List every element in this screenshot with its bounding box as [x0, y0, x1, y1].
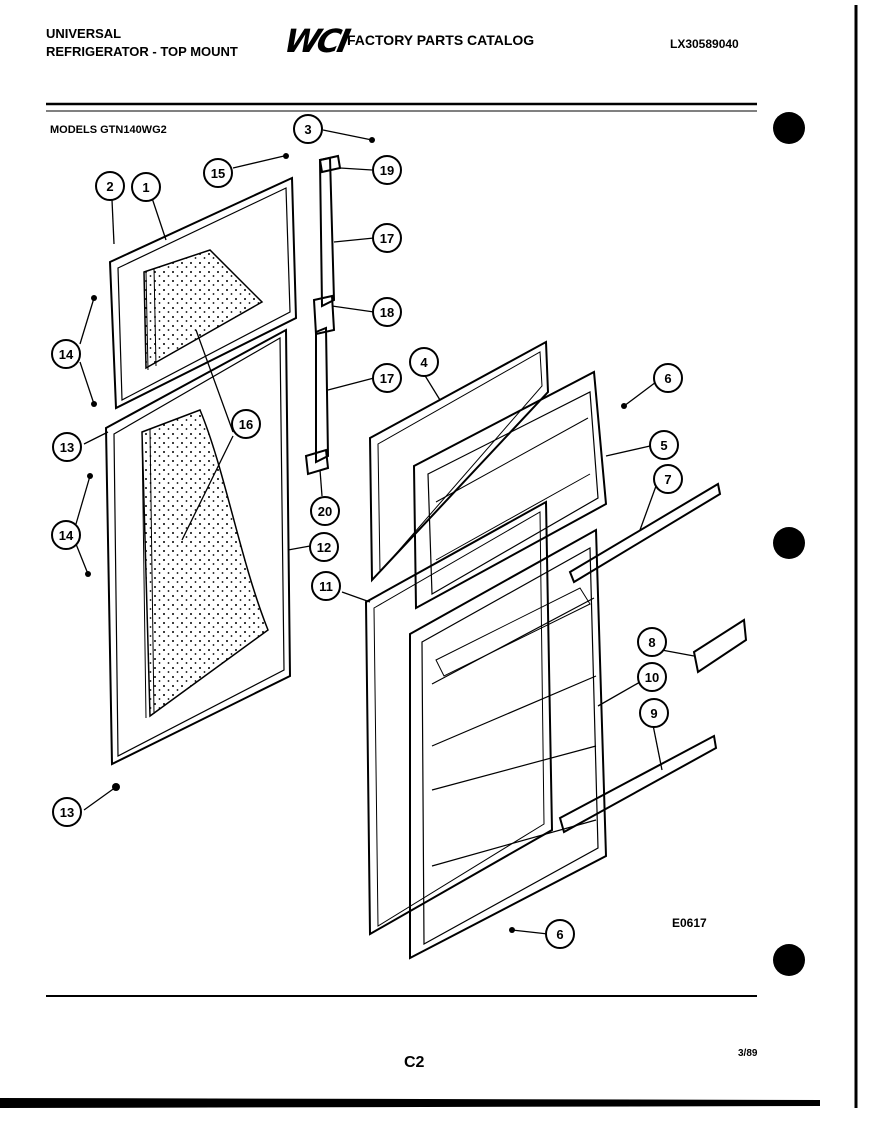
callout-number: 11 [319, 579, 333, 594]
callout-bubble [372, 155, 402, 185]
callout-number: 2 [106, 179, 113, 194]
callout-number: 19 [380, 163, 394, 178]
callout-number: 20 [318, 504, 332, 519]
leader-lines [75, 129, 695, 935]
header-rule [46, 102, 757, 112]
callout-number: 14 [59, 347, 74, 362]
fresh-food-door-gasket [364, 500, 554, 936]
callout-bubble [409, 347, 439, 377]
callout-bubble [52, 432, 82, 462]
callout-number: 7 [664, 472, 671, 487]
callout-number: 9 [650, 706, 657, 721]
door-hinges [304, 154, 342, 476]
callout-bubble [309, 532, 339, 562]
models-label: MODELS GTN140WG2 [50, 124, 167, 136]
catalog-code: LX30589040 [670, 37, 739, 51]
callout-bubble [372, 297, 402, 327]
callout-bubble [293, 114, 323, 144]
callout-bubble [637, 662, 667, 692]
callout-number: 12 [317, 540, 331, 555]
callout-bubble [649, 430, 679, 460]
callout-bubble [231, 409, 261, 439]
callout-number: 13 [60, 805, 74, 820]
callout-bubble [131, 172, 161, 202]
binder-hole [773, 112, 805, 144]
callout-bubble [372, 363, 402, 393]
binder-hole [773, 944, 805, 976]
brand-line-1: UNIVERSAL [46, 26, 122, 41]
door-shelf-trims [558, 482, 748, 834]
binder-hole [773, 527, 805, 559]
callout-bubble [653, 363, 683, 393]
page-code: C2 [404, 1054, 425, 1071]
fresh-food-door-panel [104, 328, 292, 766]
callout-bubble [51, 520, 81, 550]
scan-edge-bottom [0, 1098, 820, 1108]
drawing-id: E0617 [672, 916, 707, 930]
callout-bubble [52, 797, 82, 827]
callout-number: 6 [664, 371, 671, 386]
callout-number: 3 [304, 122, 311, 137]
callout-bubble [653, 464, 683, 494]
callout-number: 1 [142, 180, 149, 195]
freezer-door-liner [412, 370, 608, 610]
callout-number: 17 [380, 231, 394, 246]
callout-bubble [639, 698, 669, 728]
catalog-title: FACTORY PARTS CATALOG [347, 32, 535, 48]
callout-number: 4 [420, 355, 428, 370]
callout-bubble [637, 627, 667, 657]
callout-number: 17 [380, 371, 394, 386]
brand-line-2: REFRIGERATOR - TOP MOUNT [46, 44, 238, 59]
callout-bubble [545, 919, 575, 949]
callout-number: 6 [556, 927, 563, 942]
callout-bubble [310, 496, 340, 526]
callout-number: 8 [648, 635, 655, 650]
callout-bubble [51, 339, 81, 369]
callout-number: 5 [660, 438, 667, 453]
callout-number: 18 [380, 305, 394, 320]
callout-bubble [372, 223, 402, 253]
callout-bubble [203, 158, 233, 188]
callout-number: 16 [239, 417, 253, 432]
freezer-door-gasket [368, 340, 550, 583]
callout-number: 13 [60, 440, 74, 455]
callout-number: 10 [645, 670, 659, 685]
fresh-food-door-liner [409, 528, 608, 960]
callout-bubble [95, 171, 125, 201]
callout-number: 14 [59, 528, 74, 543]
callout-bubble [311, 571, 341, 601]
freezer-door-panel [108, 176, 298, 410]
print-date: 3/89 [738, 1048, 758, 1059]
callout-number: 15 [211, 166, 225, 181]
